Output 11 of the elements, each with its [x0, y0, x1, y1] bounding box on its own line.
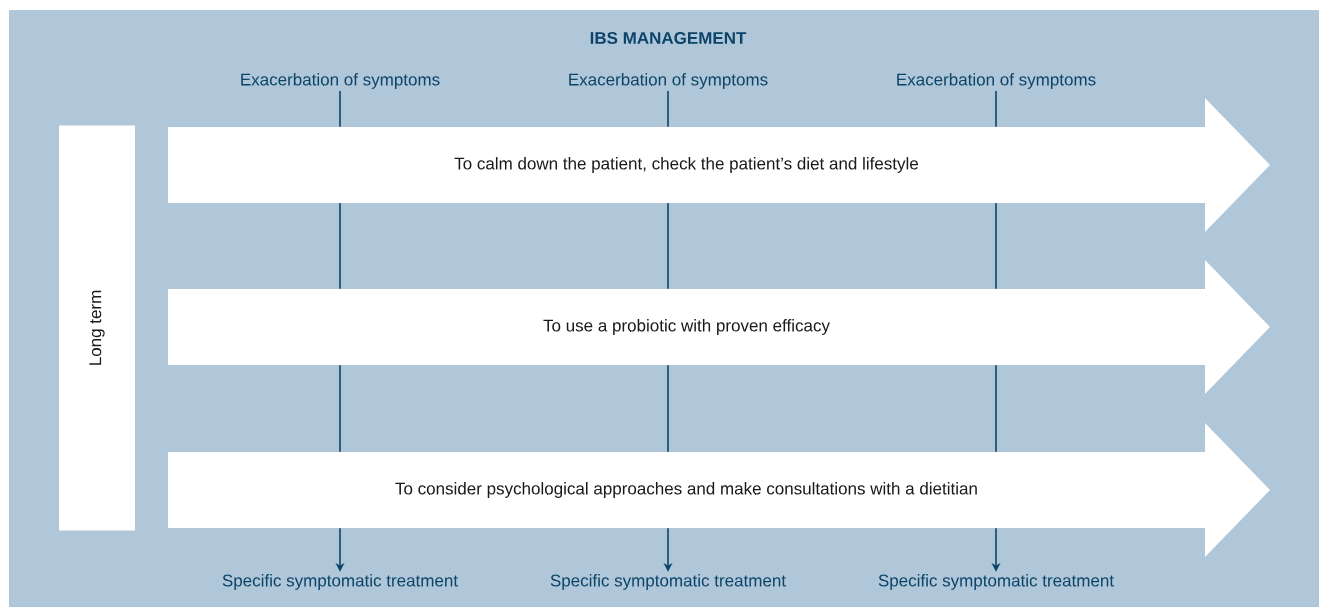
column-heading: Exacerbation of symptoms — [569, 73, 768, 89]
title: IBS MANAGEMENT — [590, 32, 747, 44]
arrow-band: To use a probiotic with proven efficacy — [168, 260, 1270, 394]
column-heading: Exacerbation of symptoms — [241, 73, 440, 89]
column-heading: Exacerbation of symptoms — [897, 73, 1096, 89]
side-box: Long term — [59, 125, 135, 531]
column-footer: Specific symptomatic treatment — [878, 574, 1114, 590]
arrow-band: To calm down the patient, check the patient’s diet and lifestyle — [168, 98, 1270, 232]
arrow-band: To consider psychological approaches and make consultations with a dietitian — [168, 423, 1270, 557]
column-footer: Specific symptomatic treatment — [222, 574, 458, 590]
column-footer: Specific symptomatic treatment — [550, 574, 786, 590]
